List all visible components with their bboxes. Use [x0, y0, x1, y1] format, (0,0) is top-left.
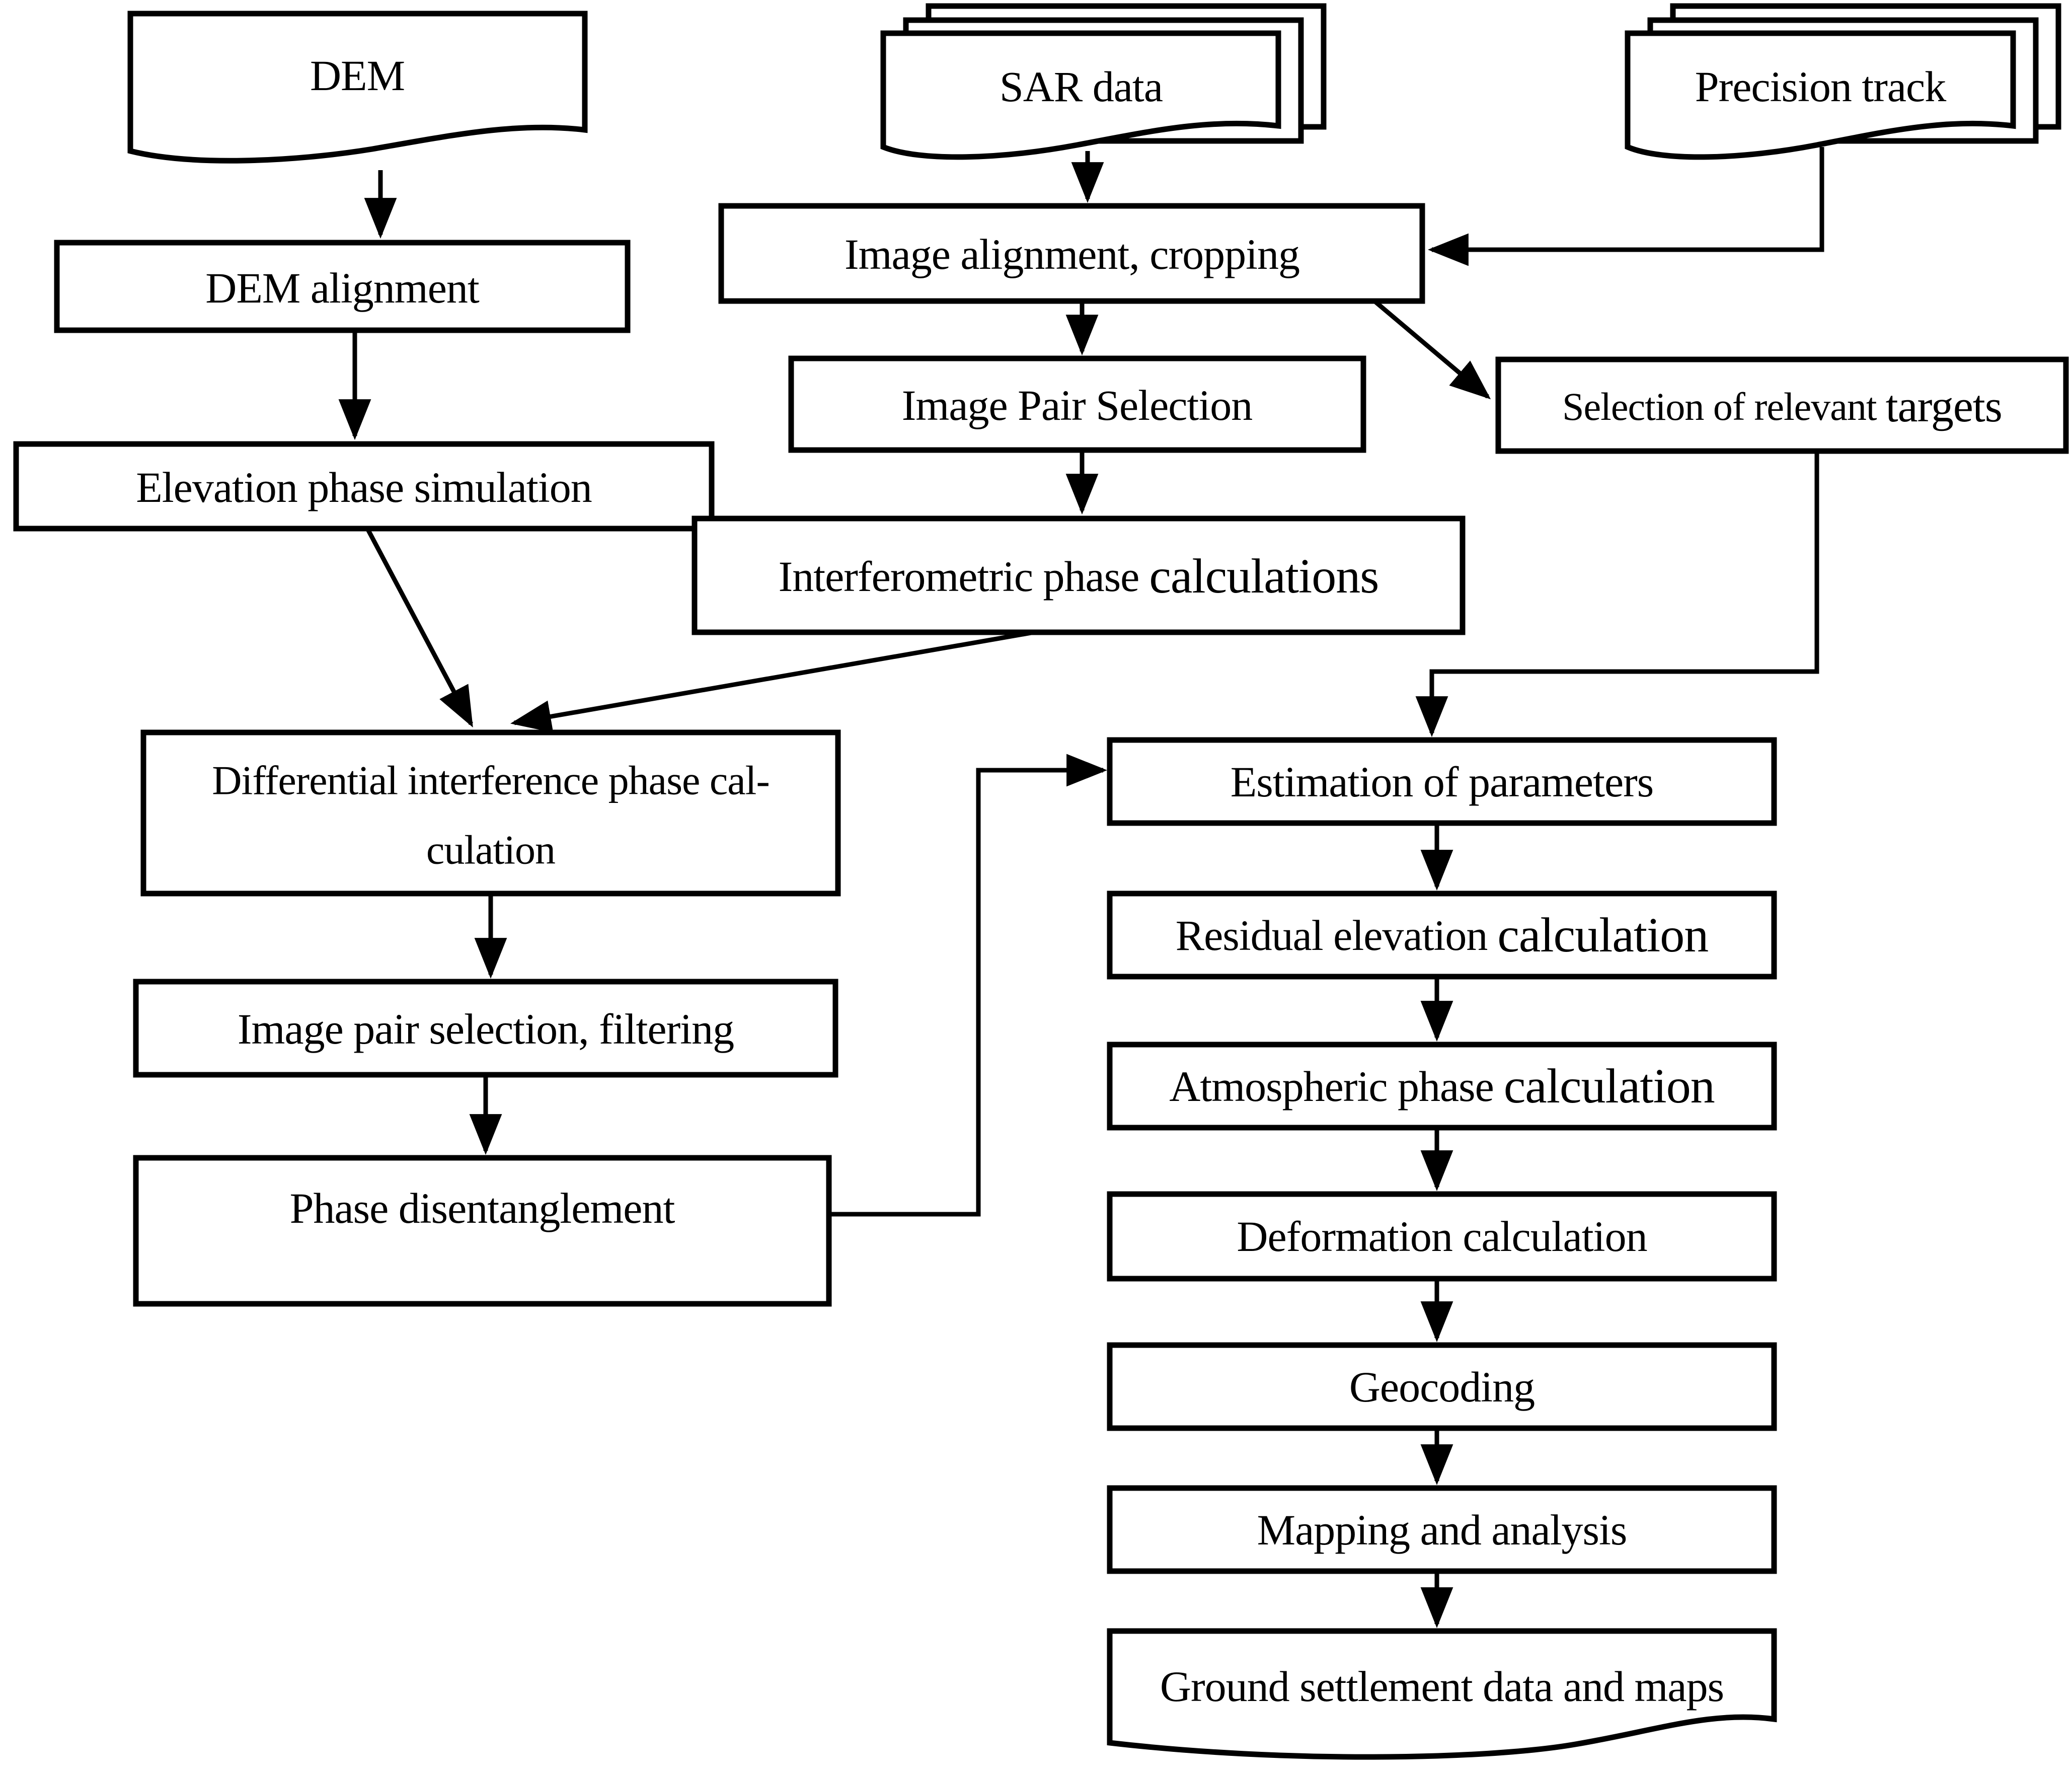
sar-document-shape	[880, 30, 1281, 160]
interferometric-box	[692, 515, 1466, 635]
node-estimation: Estimation of parameters	[1107, 737, 1777, 826]
edge-elevation-to-differential	[365, 527, 473, 728]
dem-label: DEM	[310, 51, 405, 100]
image-alignment-box	[718, 203, 1425, 304]
differential-label-line2: culation	[426, 827, 555, 873]
dem-alignment-label: DEM alignment	[205, 264, 480, 312]
node-dem: DEM	[127, 11, 588, 164]
selection-targets-box	[1495, 356, 2069, 454]
connectors	[338, 147, 1824, 1629]
node-sar-data: SAR data	[880, 3, 1327, 160]
sar-data-label: SAR data	[1000, 62, 1163, 111]
elevation-phase-label: Elevation phase simulation	[136, 463, 591, 511]
atmospheric-label-pre: Atmospheric phase	[1169, 1062, 1494, 1111]
edge-image-alignment-to-selection-targets	[1373, 299, 1491, 400]
image-alignment-label: Image alignment, cropping	[845, 230, 1299, 278]
ground-settlement-label: Ground settlement data and maps	[1160, 1662, 1724, 1711]
image-pair-selection-label: Image Pair Selection	[902, 381, 1252, 429]
edge-selection-targets-to-estimation	[1415, 451, 1819, 737]
node-phase-disentanglement: Phase disentanglement	[133, 1155, 832, 1307]
phase-disentanglement-label: Phase disentanglement	[290, 1184, 675, 1232]
dem-alignment-box	[54, 240, 631, 333]
mapping-label: Mapping and analysis	[1257, 1506, 1627, 1554]
node-image-pair-selection: Image Pair Selection	[788, 355, 1366, 453]
pair-filtering-label: Image pair selection, filtering	[238, 1005, 734, 1053]
node-differential: Differential interference phase cal- cul…	[140, 729, 841, 897]
node-image-alignment: Image alignment, cropping	[718, 203, 1425, 304]
node-dem-alignment: DEM alignment	[54, 240, 631, 333]
interferometric-label-em: calculations	[1149, 549, 1378, 604]
estimation-box	[1107, 737, 1777, 826]
atmospheric-label-em: calculation	[1504, 1059, 1715, 1114]
residual-box	[1107, 891, 1777, 980]
dem-document-shape	[127, 11, 588, 164]
edge-interferometric-to-differential	[510, 630, 1035, 733]
node-geocoding: Geocoding	[1107, 1342, 1777, 1431]
differential-box	[140, 729, 841, 897]
node-pair-filtering: Image pair selection, filtering	[133, 979, 838, 1078]
selection-targets-label-pre: Selection of relevant	[1562, 385, 1877, 428]
geocoding-box	[1107, 1342, 1777, 1431]
ground-settlement-document-shape	[1107, 1628, 1777, 1760]
edge-phase-disentanglement-to-estimation	[829, 754, 1108, 1217]
node-mapping: Mapping and analysis	[1107, 1485, 1777, 1574]
residual-label-pre: Residual elevation	[1176, 911, 1488, 959]
atmospheric-box	[1107, 1042, 1777, 1131]
differential-label-line1: Differential interference phase cal-	[212, 758, 770, 803]
pair-filtering-box	[133, 979, 838, 1078]
elevation-phase-box	[13, 441, 715, 532]
node-ground-settlement: Ground settlement data and maps	[1107, 1628, 1777, 1760]
precision-document-shape	[1625, 30, 2016, 160]
selection-targets-label-em: targets	[1886, 382, 2002, 431]
estimation-label: Estimation of parameters	[1231, 758, 1654, 806]
interferometric-label-pre: Interferometric phase	[779, 552, 1139, 601]
node-deformation: Deformation calculation	[1107, 1191, 1777, 1282]
geocoding-label: Geocoding	[1349, 1363, 1534, 1411]
deformation-box	[1107, 1191, 1777, 1282]
phase-disentanglement-box	[133, 1155, 832, 1307]
node-precision-track: Precision track	[1625, 3, 2061, 160]
residual-label-em: calculation	[1497, 908, 1708, 963]
mapping-box	[1107, 1485, 1777, 1574]
deformation-label: Deformation calculation	[1237, 1212, 1647, 1261]
edge-precision-to-image-alignment	[1427, 147, 1824, 266]
image-pair-selection-box	[788, 355, 1366, 453]
node-elevation-phase: Elevation phase simulation	[13, 441, 715, 532]
precision-track-label: Precision track	[1695, 62, 1946, 111]
